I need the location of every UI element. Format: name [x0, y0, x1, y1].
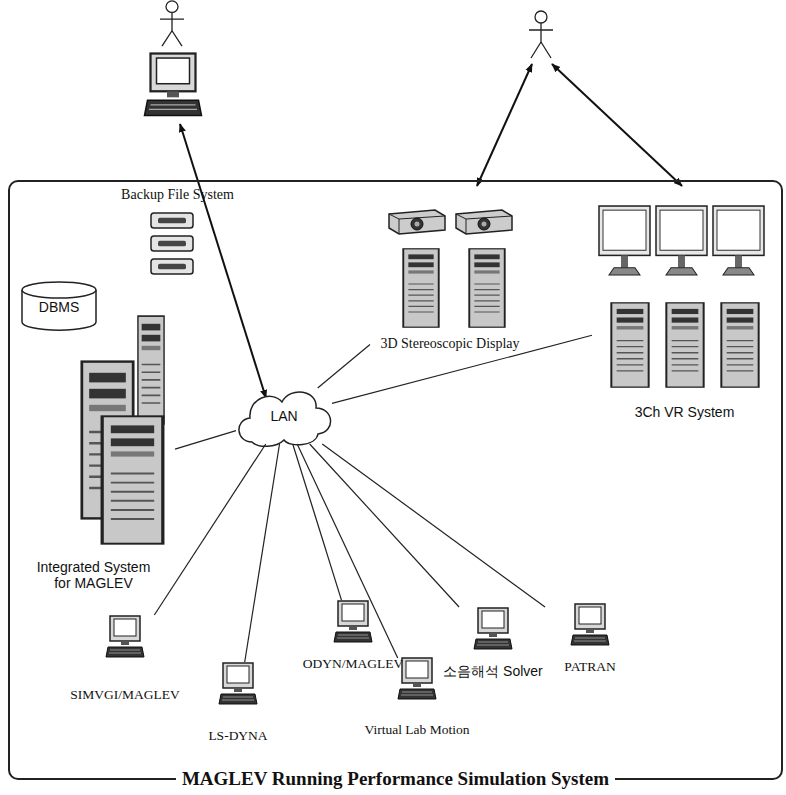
workstation: 소음해석 Solver: [438, 607, 548, 681]
backup-storage: Backup File System: [110, 185, 245, 280]
node-label: LAN: [270, 408, 297, 424]
workstation: LS-DYNA: [193, 662, 283, 746]
server-group: Integrated System for MAGLEV: [12, 355, 175, 593]
network-link: [175, 431, 236, 450]
node-label: Backup File System: [121, 187, 234, 203]
network-link: [332, 335, 592, 403]
node-label: PATRAN: [564, 659, 615, 675]
network-link: [154, 444, 265, 615]
network-link: [322, 444, 545, 607]
network-link: [297, 444, 398, 658]
network-link: [310, 444, 459, 607]
network-link: [318, 345, 370, 388]
network-link: [245, 444, 280, 662]
node-label: 소음해석 Solver: [443, 663, 543, 679]
workstation: PATRAN: [545, 603, 635, 677]
node-label: LS-DYNA: [208, 728, 267, 744]
workstation: SIMVGI/MAGLEV: [65, 615, 185, 705]
node-label: Virtual Lab Motion: [365, 722, 470, 738]
node-label: ODYN/MAGLEV: [303, 656, 404, 672]
display-system: 3D Stereoscopic Display: [370, 202, 530, 354]
workstation: ODYN/MAGLEV: [298, 600, 408, 674]
system-title: MAGLEV Running Performance Simulation Sy…: [176, 768, 615, 790]
network-cloud: LAN: [236, 388, 332, 444]
database-cylinder: DBMS: [22, 282, 96, 332]
system-boundary: MAGLEV Running Performance Simulation Sy…: [8, 180, 783, 780]
node-label: DBMS: [39, 299, 79, 315]
node-label: Integrated System for MAGLEV: [28, 559, 160, 591]
vr-system: 3Ch VR System: [592, 200, 777, 422]
node-label: 3Ch VR System: [635, 404, 735, 420]
node-label: 3D Stereoscopic Display: [380, 336, 519, 352]
node-label: SIMVGI/MAGLEV: [70, 687, 180, 703]
